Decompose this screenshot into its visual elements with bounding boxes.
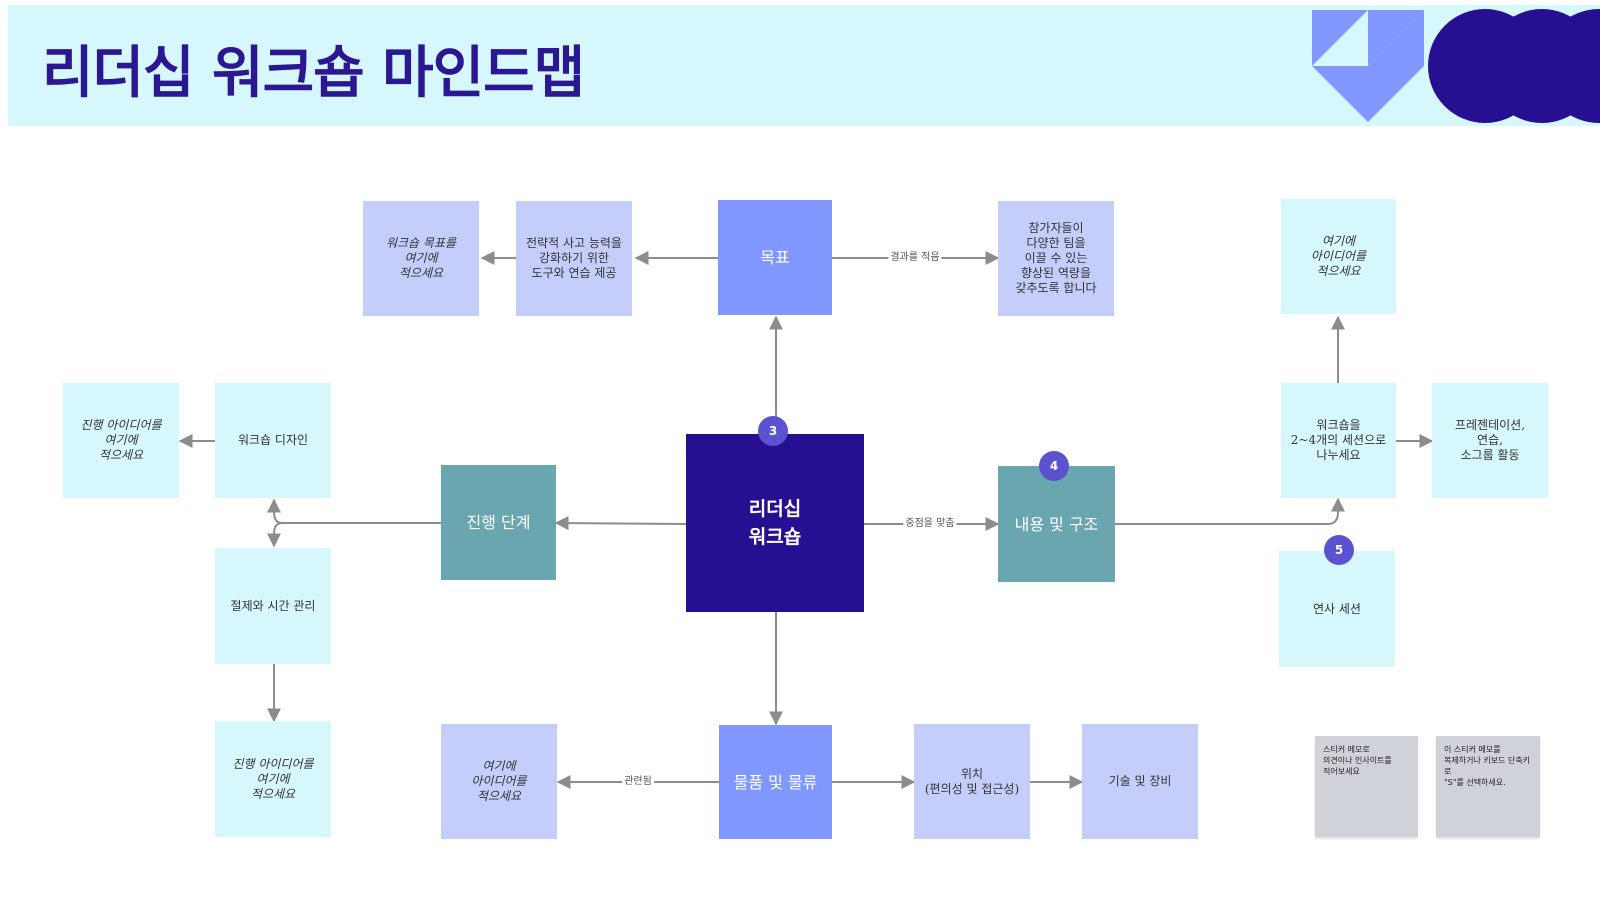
node-timing-idea[interactable]: 진행 아이디어를 여기에 적으세요 <box>215 721 331 837</box>
node-logistics[interactable]: 물품 및 물류 <box>719 725 832 839</box>
step-badge-4: 4 <box>1039 451 1069 481</box>
node-logistics-idea[interactable]: 여기에 아이디어를 적으세요 <box>441 724 557 839</box>
node-goal-idea[interactable]: 워크숍 목표를 여기에 적으세요 <box>363 201 479 316</box>
node-presentation[interactable]: 프레젠테이션, 연습, 소그룹 활동 <box>1432 383 1548 498</box>
node-tech[interactable]: 기술 및 장비 <box>1082 724 1198 839</box>
node-design[interactable]: 워크숍 디자인 <box>215 383 331 498</box>
node-progress[interactable]: 진행 단계 <box>441 465 556 580</box>
node-location[interactable]: 위치 (편의성 및 접근성) <box>914 724 1030 839</box>
node-sessions[interactable]: 워크숍을 2~4개의 세션으로 나누세요 <box>1281 383 1396 498</box>
step-badge-3: 3 <box>758 416 788 446</box>
node-goal-tools[interactable]: 전략적 사고 능력을 강화하기 위한 도구와 연습 제공 <box>516 201 632 316</box>
node-timing[interactable]: 절제와 시간 관리 <box>215 548 331 664</box>
edge-label-related: 관련됨 <box>622 776 654 788</box>
node-sessions-idea[interactable]: 여기에 아이디어를 적으세요 <box>1281 199 1396 314</box>
sticky-note[interactable]: 스티커 메모로 의견이나 인사이트를 적어보세요 <box>1315 736 1418 837</box>
node-goal-result[interactable]: 참가자들이 다양한 팀을 이끌 수 있는 향상된 역량을 갖추도록 합니다 <box>998 201 1114 316</box>
edge-label-focus: 중점을 맞춤 <box>903 518 957 530</box>
node-goal[interactable]: 목표 <box>718 200 832 315</box>
node-speaker[interactable]: 연사 세션 <box>1279 551 1395 667</box>
header-decoration <box>1312 9 1600 123</box>
node-center[interactable]: 리더십 워크숍 <box>686 434 864 612</box>
sticky-note[interactable]: 이 스티커 메모를 복제하거나 키보드 단축키로 "S"를 선택하세요. <box>1436 736 1540 837</box>
edge-label-result: 결과를 적음 <box>888 252 942 264</box>
node-design-idea[interactable]: 진행 아이디어를 여기에 적으세요 <box>63 383 179 498</box>
node-content[interactable]: 내용 및 구조 <box>998 466 1115 582</box>
step-badge-5: 5 <box>1324 535 1354 565</box>
page-title: 리더십 워크숍 마인드맵 <box>42 41 585 106</box>
